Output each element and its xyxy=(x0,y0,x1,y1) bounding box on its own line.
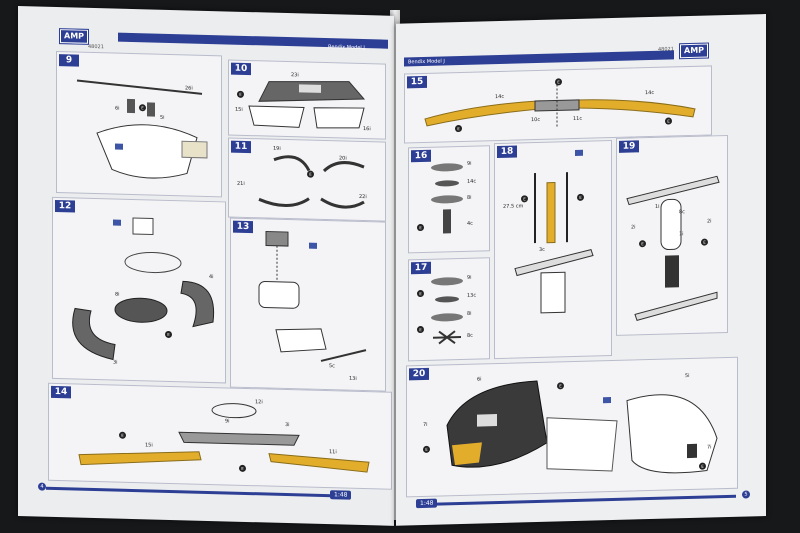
part-label: 16i xyxy=(363,126,371,133)
part-label: 3i xyxy=(285,421,290,429)
marker-e: E xyxy=(237,90,244,98)
part-label: 7i xyxy=(707,444,712,451)
step-16-panel: 16 9i 14c 8i 4c E xyxy=(408,145,490,254)
step-9-drawing xyxy=(76,79,208,179)
part-label: 9i xyxy=(467,160,472,167)
part-label: 4c xyxy=(467,220,473,227)
part-label: 19i xyxy=(273,145,281,152)
model-title: Bendix Model J xyxy=(408,58,445,66)
part-label: 8i xyxy=(115,291,120,298)
part-label: 3c xyxy=(539,246,545,253)
footer-bar xyxy=(436,494,736,506)
brand-logo: AMP xyxy=(58,28,90,45)
step-14-drawing xyxy=(78,403,370,473)
color-callout xyxy=(309,242,317,249)
step-20-panel: 20 6i 5i 7i 7i E E E xyxy=(406,356,738,498)
part-label: 6i xyxy=(115,105,120,112)
part-label: 1i xyxy=(679,231,684,238)
part-label: 4i xyxy=(209,274,214,281)
part-label: 11i xyxy=(329,449,337,456)
part-label: 7i xyxy=(423,421,428,428)
scale-label: 1:48 xyxy=(330,490,352,500)
part-label: 13c xyxy=(467,292,477,299)
footer-bar xyxy=(46,486,346,498)
step-20-drawing xyxy=(446,380,718,474)
step-17-drawing xyxy=(431,277,463,345)
step-14-panel: 14 12i 9i 3i 15i 11i E E xyxy=(48,382,392,490)
step-17-panel: 17 9i 13c 8i 8c E E xyxy=(408,257,490,362)
page-number: 5 xyxy=(742,490,750,499)
part-label: 13i xyxy=(349,375,357,382)
part-label: 5i xyxy=(685,373,690,380)
step-11-drawing xyxy=(258,155,365,209)
part-label: 10c xyxy=(531,116,541,124)
step-19-panel: 19 1i 8c 2i 2i 1i E E xyxy=(616,134,728,336)
part-label: 3i xyxy=(113,359,118,366)
right-page: AMP 48021 Bendix Model J 15 14c 10c 11c … xyxy=(396,14,766,526)
scale-label: 1:48 xyxy=(416,498,438,509)
marker-e: E xyxy=(165,330,172,339)
part-label: 15i xyxy=(145,442,153,449)
part-label: 22i xyxy=(359,193,367,201)
part-label: 14c xyxy=(467,178,477,185)
catalog-code: 48021 xyxy=(88,43,104,51)
part-label: 14c xyxy=(495,93,505,101)
marker-e: E xyxy=(239,464,246,472)
step-19-drawing xyxy=(626,175,720,321)
part-label: 20i xyxy=(339,155,347,162)
part-label: 15i xyxy=(235,106,243,113)
part-label: 9i xyxy=(225,418,230,425)
step-18-panel: 18 27.5 cm 3c E E xyxy=(494,140,612,360)
step-15-panel: 15 14c 10c 11c 14c E E E xyxy=(404,65,712,144)
step-13-panel: 13 5c 13i xyxy=(230,217,386,392)
step-12-drawing xyxy=(72,217,215,361)
part-label: 8i xyxy=(467,310,472,317)
part-label: 1i xyxy=(655,203,660,210)
part-label: 21i xyxy=(237,180,245,187)
part-label: 8c xyxy=(467,332,473,339)
part-label: 5i xyxy=(160,114,165,121)
marker-e: E xyxy=(119,431,126,439)
step-15-drawing xyxy=(424,84,696,127)
part-label: 11c xyxy=(573,115,583,123)
part-label: 26i xyxy=(185,85,193,92)
part-label: 12i xyxy=(255,399,263,406)
color-callout xyxy=(603,397,611,404)
color-callout xyxy=(575,149,583,157)
step-9-panel: 9 26i 6i 5i E xyxy=(56,50,222,198)
color-callout xyxy=(113,219,121,226)
page-number: 4 xyxy=(38,482,46,491)
left-page: AMP 48021 Bendix Model J 9 26i 6i 5i E 1… xyxy=(18,6,394,526)
marker-e: E xyxy=(307,170,314,178)
part-label: 23i xyxy=(291,72,299,79)
part-label: 5c xyxy=(329,363,335,370)
part-label: 6i xyxy=(477,376,482,383)
model-title: Bendix Model J xyxy=(328,44,365,52)
step-18-drawing xyxy=(514,172,594,314)
step-12-panel: 12 4i 8i 3i E xyxy=(52,196,226,384)
part-label: 2i xyxy=(707,218,712,225)
catalog-code: 48021 xyxy=(658,46,674,53)
part-label: 8i xyxy=(467,194,472,201)
part-label: 9i xyxy=(467,274,472,281)
brand-logo: AMP xyxy=(678,42,710,60)
part-label: 27.5 cm xyxy=(503,203,524,210)
part-label: 8c xyxy=(679,209,685,216)
step-11-panel: 11 19i 20i 21i 22i E xyxy=(228,137,386,222)
marker-e: E xyxy=(139,104,146,112)
step-16-drawing xyxy=(431,163,463,234)
step-10-drawing xyxy=(248,81,366,129)
step-13-drawing xyxy=(258,230,367,362)
part-label: 14c xyxy=(645,89,655,97)
book-spine xyxy=(390,10,400,520)
part-label: 2i xyxy=(631,224,636,231)
color-callout xyxy=(115,143,123,150)
step-10-panel: 10 23i 15i 16i E xyxy=(228,59,386,140)
